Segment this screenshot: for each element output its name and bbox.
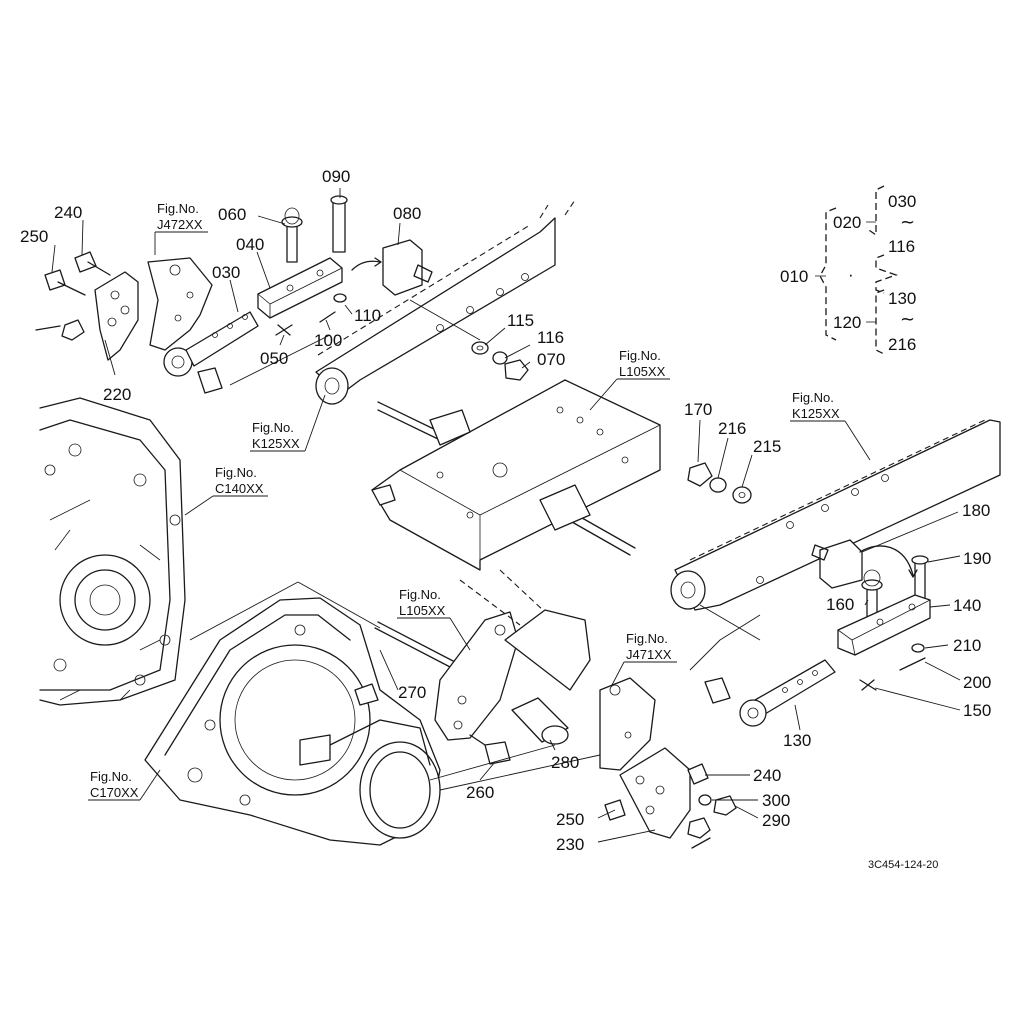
- callout-200: 200: [963, 673, 991, 692]
- figref-k125-left-line2: K125XX: [252, 436, 300, 451]
- callout-240-upper: 240: [54, 203, 82, 222]
- callout-190: 190: [963, 549, 991, 568]
- callout-140: 140: [953, 596, 981, 615]
- transmission-housing: [39, 397, 186, 706]
- callout-070: 070: [537, 350, 565, 369]
- assembly-lines: [189, 299, 761, 791]
- figref-l105-bottom-line1: Fig.No.: [399, 587, 441, 602]
- callout-040: 040: [236, 235, 264, 254]
- figref-l105-top-line1: Fig.No.: [619, 348, 661, 363]
- callout-110: 110: [354, 306, 381, 325]
- figref-c140-line1: Fig.No.: [215, 465, 257, 480]
- figure-ref-leaders: [88, 231, 871, 801]
- figref-l105-top-line2: L105XX: [619, 364, 666, 379]
- figref-k125-right-line1: Fig.No.: [792, 390, 834, 405]
- callout-300: 300: [762, 791, 790, 810]
- callout-180: 180: [962, 501, 990, 520]
- figref-l105-bottom-line2: L105XX: [399, 603, 446, 618]
- tree-group-a: 020: [833, 213, 861, 232]
- callout-labels: 090 080 060 040 030 240 250 220 110 100 …: [20, 167, 991, 854]
- tree-group-a-to: 116: [888, 237, 915, 256]
- figref-c140-line2: C140XX: [215, 481, 264, 496]
- figref-k125-right-line2: K125XX: [792, 406, 840, 421]
- left-upper-linkage: [35, 195, 433, 394]
- callout-leaders: [51, 188, 961, 843]
- callout-250-lower: 250: [556, 810, 584, 829]
- callout-080: 080: [393, 204, 421, 223]
- callout-240-lower: 240: [753, 766, 781, 785]
- tree-group-b-tilde: ~: [900, 309, 915, 330]
- tree-group-b-from: 130: [888, 289, 916, 308]
- callout-100: 100: [314, 331, 342, 350]
- callout-210: 210: [953, 636, 981, 655]
- figref-c170-line1: Fig.No.: [90, 769, 132, 784]
- callout-270: 270: [398, 683, 426, 702]
- tree-group-a-tilde: ~: [900, 212, 915, 233]
- callout-280: 280: [551, 753, 579, 772]
- callout-170: 170: [684, 400, 712, 419]
- callout-030: 030: [212, 263, 240, 282]
- callout-130: 130: [783, 731, 811, 750]
- callout-090: 090: [322, 167, 350, 186]
- right-lift-rod: [689, 539, 931, 727]
- figref-j472-line2: J472XX: [157, 217, 203, 232]
- left-lower-link: [315, 199, 576, 405]
- callout-260: 260: [466, 783, 494, 802]
- tree-group-b-to: 216: [888, 335, 916, 354]
- callout-216: 216: [718, 419, 746, 438]
- figref-k125-left-line1: Fig.No.: [252, 420, 294, 435]
- right-bracket: [599, 677, 737, 849]
- callout-220: 220: [103, 385, 131, 404]
- callout-250-upper: 250: [20, 227, 48, 246]
- center-stay: [374, 569, 591, 765]
- callout-215: 215: [753, 437, 781, 456]
- right-lower-link: [670, 419, 1001, 611]
- callout-050: 050: [260, 349, 288, 368]
- tree-root: 010: [780, 267, 808, 286]
- callout-150: 150: [963, 701, 991, 720]
- figref-j471-line1: Fig.No.: [626, 631, 668, 646]
- figref-c170-line2: C170XX: [90, 785, 139, 800]
- rear-axle-housing: [144, 597, 441, 846]
- callout-115: 115: [507, 311, 534, 330]
- parts-tree: 010 · 020 030 ~ 116 120 130 ~ 216: [780, 185, 916, 355]
- figure-ref-labels: Fig.No. J472XX Fig.No. K125XX Fig.No. L1…: [90, 201, 840, 800]
- tree-dot: ·: [848, 265, 854, 284]
- drawing-code: 3C454-124-20: [868, 859, 938, 871]
- tree-group-b: 120: [833, 313, 861, 332]
- callout-230: 230: [556, 835, 584, 854]
- callout-290: 290: [762, 811, 790, 830]
- figref-j472-line1: Fig.No.: [157, 201, 199, 216]
- callout-116: 116: [537, 328, 564, 347]
- figref-j471-line2: J471XX: [626, 647, 672, 662]
- callout-060: 060: [218, 205, 246, 224]
- drawbar-bracket: [371, 379, 661, 571]
- tree-group-a-from: 030: [888, 192, 916, 211]
- callout-160: 160: [826, 595, 854, 614]
